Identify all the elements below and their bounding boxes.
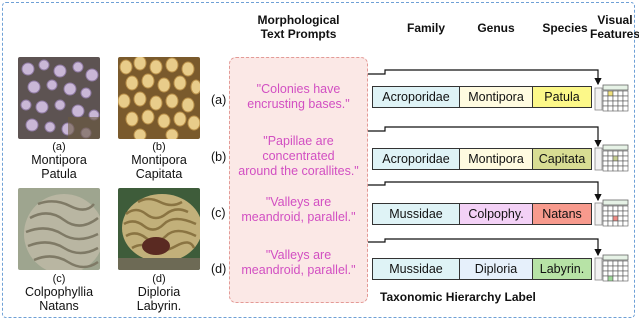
connector-d <box>368 239 598 255</box>
visual-feature-grid-d <box>595 255 628 281</box>
visual-feature-grid-b <box>595 145 628 171</box>
visual-feature-grid-c <box>595 200 628 226</box>
connector-c <box>368 182 598 200</box>
connector-a <box>368 70 598 84</box>
visual-feature-grid-a <box>595 85 628 111</box>
connector-b <box>368 127 598 146</box>
connector-lines <box>368 70 598 255</box>
